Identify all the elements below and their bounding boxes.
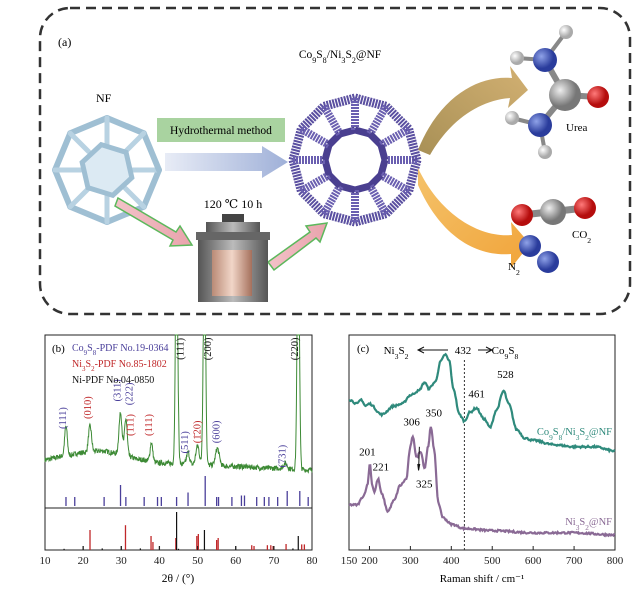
x-tick-label: 600 [525, 555, 542, 567]
legend-ni3s2: Ni3S2-PDF No.85-1802 [72, 359, 167, 373]
dashed-frame [38, 6, 632, 316]
miller-index-label: (511) [180, 431, 191, 454]
peak-label: 528 [497, 369, 514, 381]
peak-label: 201 [359, 446, 376, 458]
miller-index-label: (731) [277, 444, 288, 467]
peak-325-arrow-icon [417, 446, 421, 471]
ref-left-label: Ni3S2 [384, 345, 409, 361]
n2-label: N2 [508, 261, 520, 277]
product-label: Co9S8/Ni3S2@NF [299, 49, 381, 65]
ref-arrows-icon [416, 346, 494, 354]
miller-index-label: (111) [58, 407, 69, 429]
x-tick-label: 80 [307, 555, 319, 567]
x-tick-label: 60 [230, 555, 242, 567]
legend-co9s8: Co9S8-PDF No.19-0364 [72, 343, 168, 357]
reaction-condition-label: 120 ℃ 10 h [204, 197, 262, 211]
miller-index-label: (600) [211, 420, 222, 443]
hydrothermal-method-box [157, 118, 285, 142]
miller-index-label: (010) [83, 396, 94, 419]
peak-label: 350 [425, 408, 442, 420]
co9s8-ni3s2-raman-curve [348, 352, 616, 454]
urea-label: Urea [566, 122, 587, 134]
legend-ni: Ni-PDF No.04-0850 [72, 375, 154, 386]
ni3s2-raman-curve [348, 426, 616, 538]
x-tick-label: 20 [78, 555, 90, 567]
x-tick-label: 70 [268, 555, 280, 567]
miller-index-label: (1̄11) [125, 413, 136, 435]
raman-x-axis-label: Raman shift / cm⁻¹ [440, 573, 525, 585]
peak-label: 306 [403, 416, 420, 428]
series-label-co9s8-ni3s2: Co9S8/Ni3S2@NF [537, 427, 612, 442]
x-tick-label: 800 [607, 555, 624, 567]
nickel-foam-cage-image [52, 115, 162, 225]
x-tick-label: 700 [566, 555, 583, 567]
pink-arrow-right-icon [266, 222, 329, 272]
hydrothermal-method-label: Hydrothermal method [170, 125, 272, 137]
x-tick-label: 30 [116, 555, 128, 567]
n2-molecule-icon [519, 235, 559, 273]
urea-direction-arrow-icon [418, 66, 528, 155]
peak-label: 221 [373, 461, 390, 473]
series-label-ni3s2: Ni3S2@NF [565, 517, 612, 532]
miller-index-label: (111) [144, 413, 155, 435]
peak-label: 325 [416, 479, 433, 491]
product-cage-image [288, 93, 422, 227]
miller-index-label: (222) [125, 382, 136, 405]
x-tick-label: 200 [361, 555, 378, 567]
xrd-curve [44, 334, 313, 474]
panel-b-label: (b) [52, 343, 65, 355]
x-tick-label: 400 [443, 555, 460, 567]
product-direction-arrow-icon [418, 168, 530, 268]
panel-b-xrd-chart: (111) (010) (311)(222) (1̄11) (111) (111) (511… [40, 334, 319, 585]
panel-a-schematic: (a) NF Hydrothermal method 120 ℃ 10 h Co… [38, 6, 632, 316]
nf-label: NF [96, 91, 112, 105]
x-tick-label: 40 [154, 555, 166, 567]
co2-molecule-icon [511, 197, 596, 226]
miller-index-label: (1̄20) [193, 420, 204, 443]
x-tick-label: 500 [484, 555, 501, 567]
urea-molecule-icon [505, 25, 609, 159]
panel-c-label: (c) [357, 343, 370, 355]
miller-index-label: (220) [290, 337, 301, 360]
autoclave-icon [196, 214, 270, 302]
miller-index-label: (311) [113, 379, 124, 402]
x-tick-label: 10 [40, 555, 52, 567]
miller-index-label: (200) [203, 337, 214, 360]
co2-label: CO2 [572, 229, 591, 245]
x-tick-label: 150 [341, 555, 358, 567]
pink-arrow-left-icon [114, 196, 194, 247]
ref-right-label: Co9S8 [492, 345, 519, 361]
peak-label: 461 [468, 388, 485, 400]
x-tick-label: 300 [402, 555, 419, 567]
x-tick-label: 50 [192, 555, 204, 567]
process-arrow-icon [165, 146, 288, 178]
miller-index-label: (111) [175, 337, 186, 359]
ref-line-label: 432 [455, 345, 472, 357]
panel-a-label: (a) [58, 35, 71, 49]
raman-plot-frame [348, 334, 616, 551]
xrd-x-axis-label: 2θ / (°) [162, 573, 195, 585]
